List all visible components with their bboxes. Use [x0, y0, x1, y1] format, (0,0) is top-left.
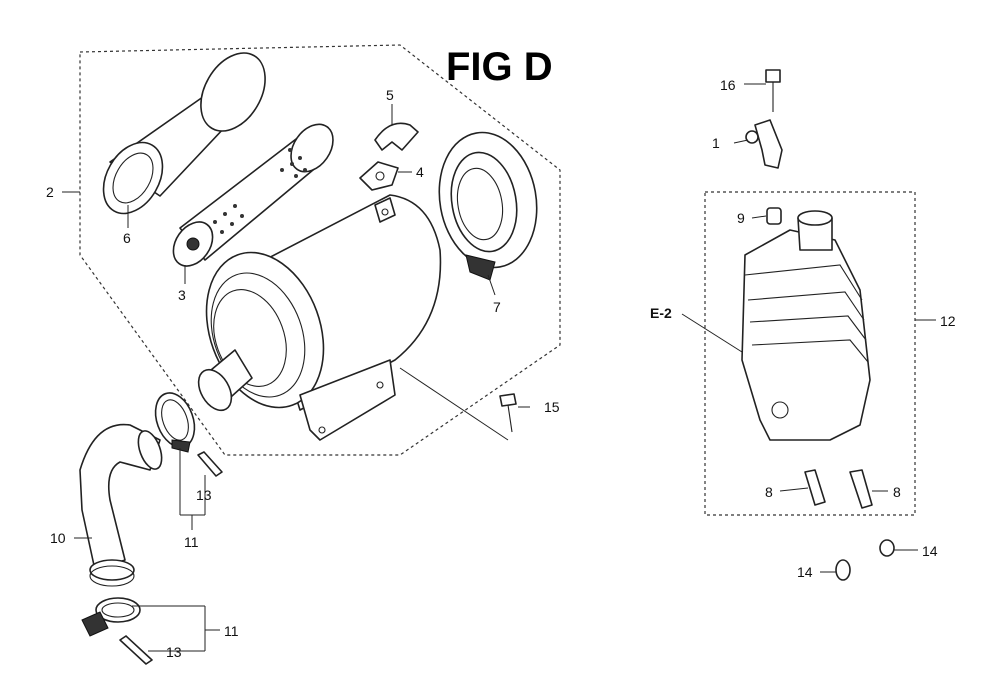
- screw-13-lower: [119, 635, 153, 665]
- air-cleaner-assembly-boundary: [79, 44, 561, 456]
- callout-6: 6: [123, 230, 131, 246]
- leader-lines: [62, 83, 936, 652]
- callout-12: 12: [940, 313, 956, 329]
- callout-10: 10: [50, 530, 66, 546]
- stay-1: [745, 119, 783, 169]
- figure-title: FIG D: [446, 45, 553, 89]
- clip-5: [374, 122, 419, 151]
- callout-13-upper: 13: [196, 487, 212, 503]
- cover-7: [438, 131, 538, 281]
- air-cleaner-housing: [197, 194, 442, 441]
- callout-1: 1: [712, 135, 720, 151]
- bolt-15: [499, 393, 517, 433]
- resonator-assembly-boundary: [704, 191, 916, 516]
- callout-13-lower: 13: [166, 644, 182, 660]
- grommet-14-left: [835, 559, 851, 581]
- screw-13-upper: [197, 451, 223, 477]
- grommet-14-right: [879, 539, 895, 557]
- filter-element-6: [102, 52, 266, 215]
- callout-3: 3: [178, 287, 186, 303]
- bolt-16: [765, 69, 781, 112]
- callout-15: 15: [544, 399, 560, 415]
- callout-11-upper: 11: [184, 534, 199, 550]
- reference-e2: E-2: [650, 305, 672, 321]
- callout-labels: 1 2 3 4 5 6 7 8 8 9 10 11 11 12 13 13 14…: [46, 77, 956, 660]
- callout-4: 4: [416, 164, 424, 180]
- cap-9: [766, 207, 782, 225]
- callout-8-left: 8: [765, 484, 773, 500]
- drain-tube-8-left: [804, 469, 826, 506]
- callout-7: 7: [493, 299, 501, 315]
- callout-5: 5: [386, 87, 394, 103]
- callout-11-lower: 11: [224, 623, 239, 639]
- callout-14-right: 14: [922, 543, 938, 559]
- inner-element-3: [172, 123, 334, 267]
- callout-9: 9: [737, 210, 745, 226]
- intake-hose-10: [79, 423, 163, 587]
- hose-clamp-11-lower: [81, 597, 141, 637]
- clip-4: [359, 161, 399, 191]
- callout-8-right: 8: [893, 484, 901, 500]
- hose-clamp-11-upper: [154, 392, 196, 453]
- callout-2: 2: [46, 184, 54, 200]
- callout-16: 16: [720, 77, 736, 93]
- resonator-12: [741, 210, 871, 441]
- drain-tube-8-right: [849, 469, 873, 509]
- callout-14-left: 14: [797, 564, 813, 580]
